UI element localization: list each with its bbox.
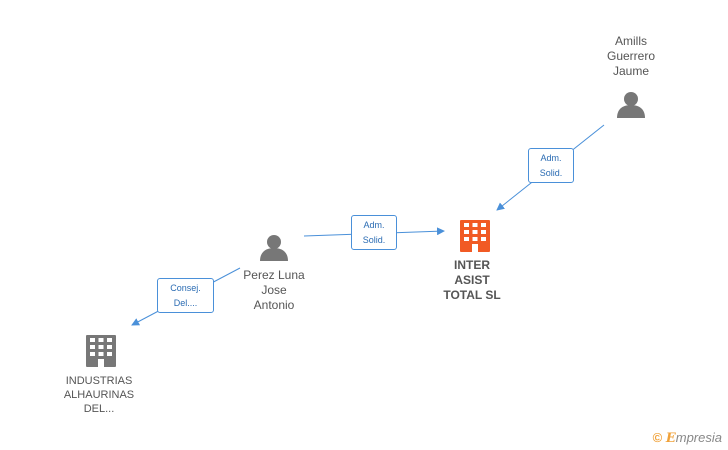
node-label-line: TOTAL SL	[443, 288, 501, 302]
copyright-symbol: ©	[652, 430, 663, 445]
node-label-industrias[interactable]: INDUSTRIAS ALHAURINAS DEL...	[44, 374, 154, 416]
node-label-line: ASIST	[454, 273, 490, 287]
node-label-line: Jose	[261, 283, 287, 297]
brand-initial: E	[665, 431, 676, 446]
edge-role-line: Adm.	[363, 220, 385, 230]
brand-logo: © Empresia	[653, 430, 722, 446]
edge-role-line: Solid.	[539, 168, 563, 178]
edge-role-line: Adm.	[540, 153, 562, 163]
node-label-line: DEL...	[83, 403, 115, 415]
node-label-line: INTER	[454, 258, 490, 272]
building-icon[interactable]	[460, 220, 490, 252]
person-icon[interactable]	[617, 92, 645, 118]
edge-role-line: Solid.	[362, 235, 386, 245]
node-label-line: ALHAURINAS	[63, 389, 135, 401]
person-icon[interactable]	[260, 235, 288, 261]
edge-role-perez-inter[interactable]: Adm. Solid.	[351, 215, 397, 250]
edge-role-line: Consej.	[170, 283, 201, 293]
edge-role-line: Del....	[173, 298, 198, 308]
node-label-line: INDUSTRIAS	[65, 375, 133, 387]
node-label-inter-asist[interactable]: INTER ASIST TOTAL SL	[420, 258, 524, 303]
node-label-line: Perez Luna	[243, 268, 305, 282]
node-label-line: Amills	[615, 34, 647, 48]
node-label-amills[interactable]: Amills Guerrero Jaume	[579, 34, 683, 79]
edge-role-perez-industrias[interactable]: Consej. Del....	[157, 278, 214, 313]
building-icon[interactable]	[86, 335, 116, 367]
node-label-line: Jaume	[612, 64, 650, 78]
edge-role-amills-inter[interactable]: Adm. Solid.	[528, 148, 574, 183]
node-label-line: Antonio	[253, 298, 295, 312]
node-label-perez-luna[interactable]: Perez Luna Jose Antonio	[222, 268, 326, 313]
brand-name: mpresia	[675, 430, 722, 445]
node-label-line: Guerrero	[606, 49, 656, 63]
